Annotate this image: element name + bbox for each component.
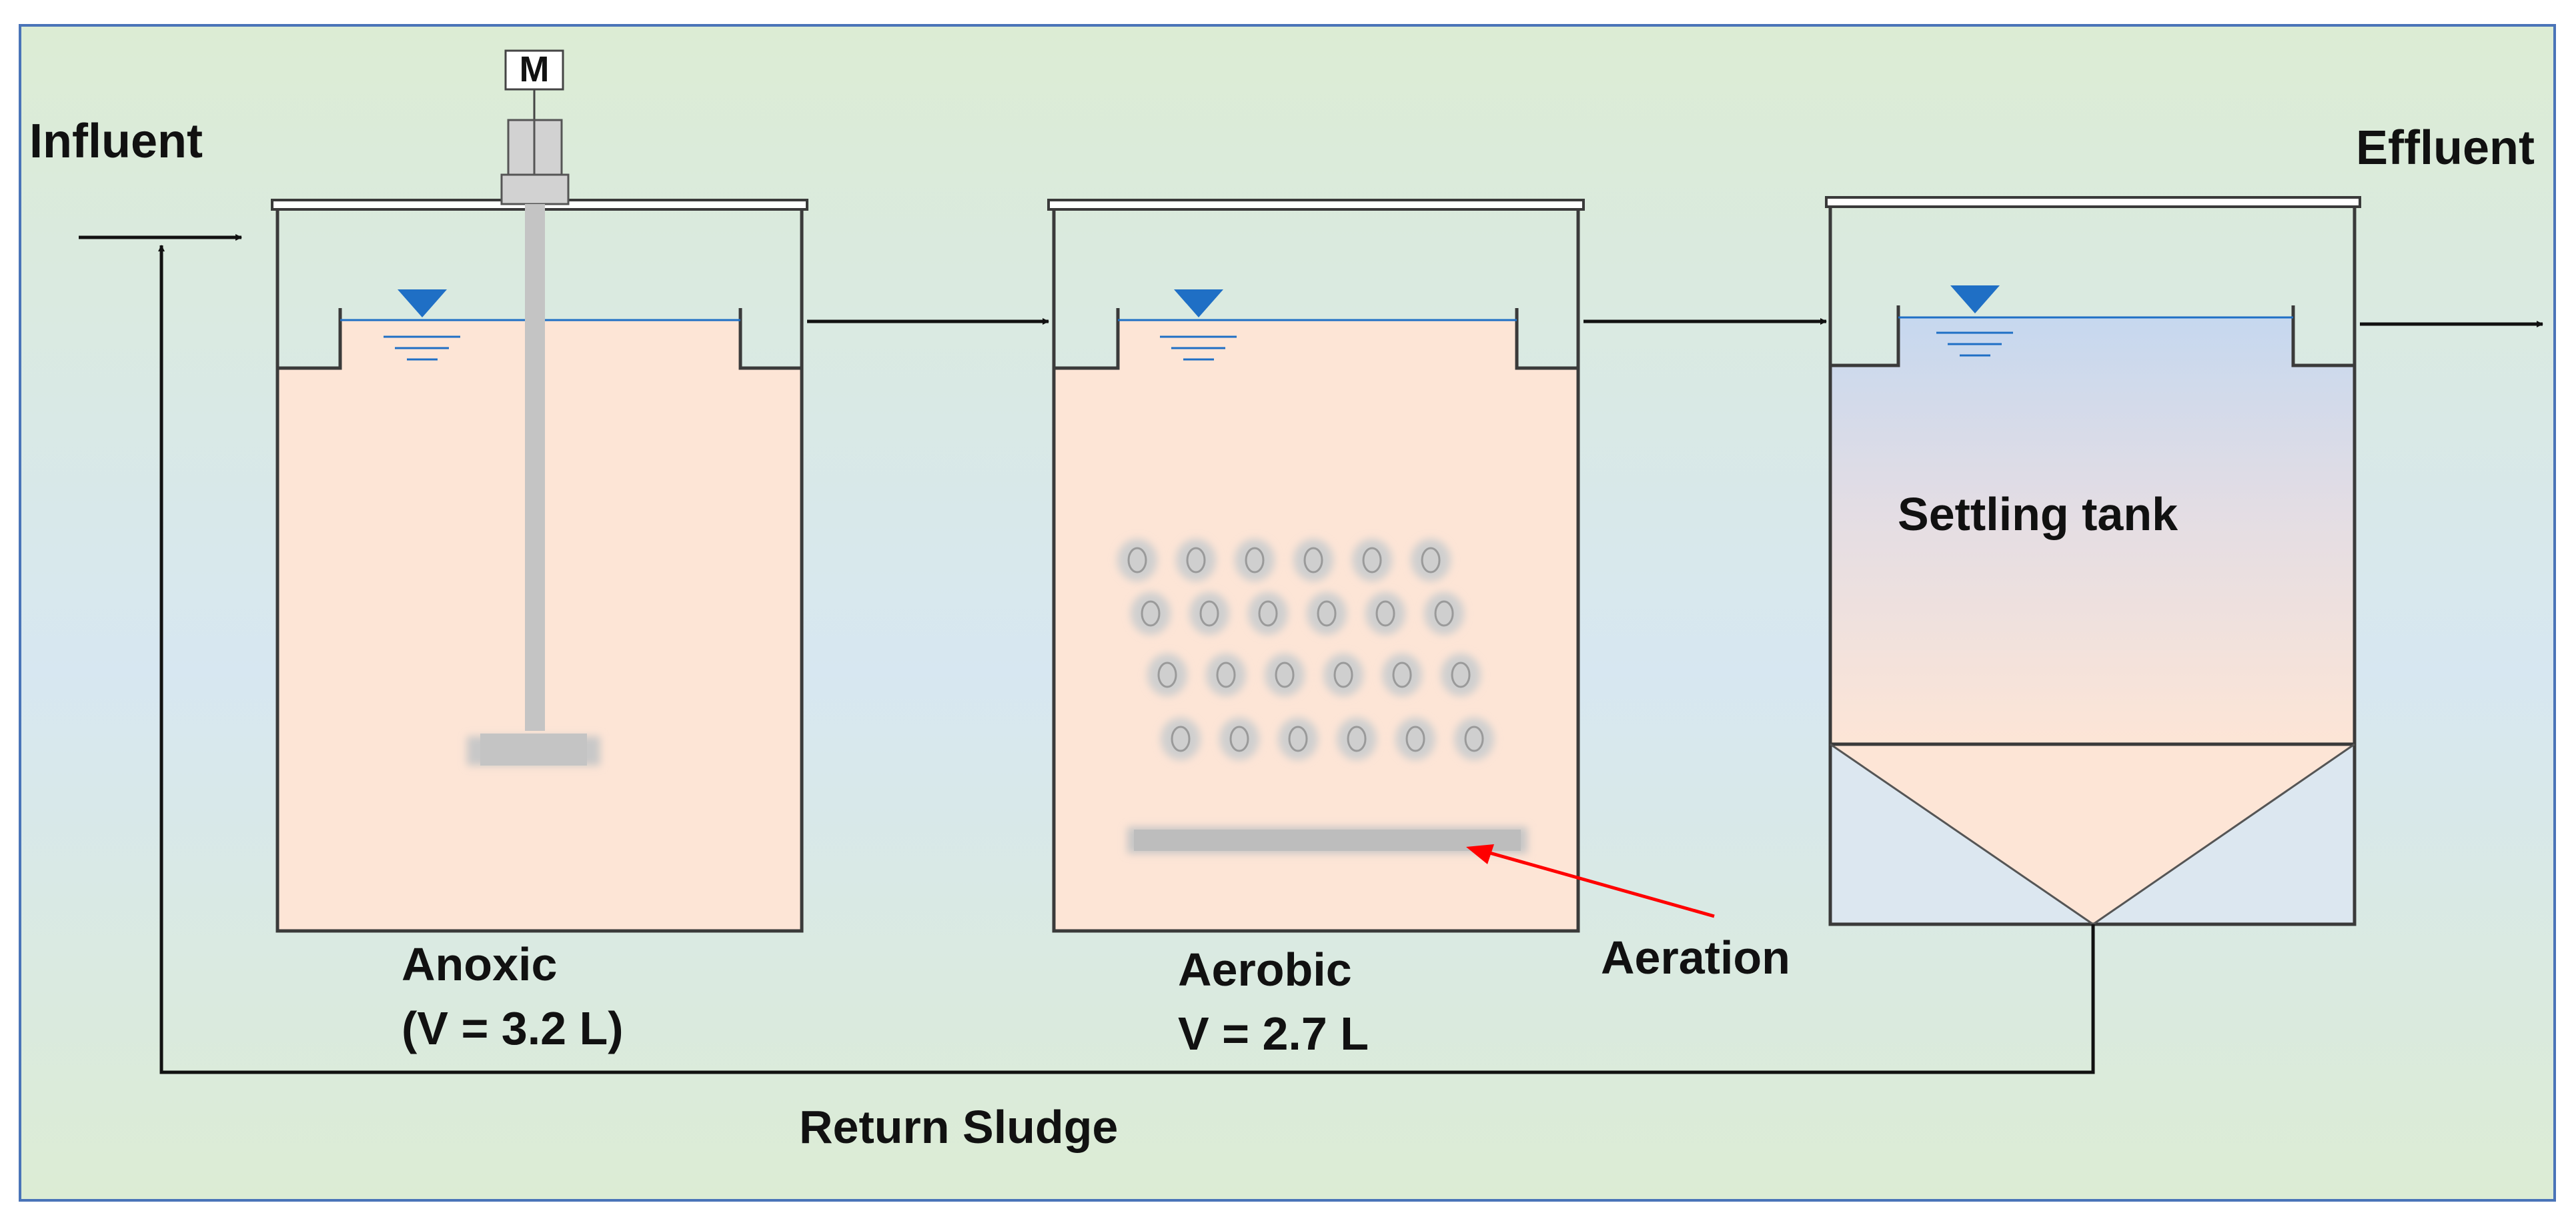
return-sludge-label: Return Sludge (799, 1101, 1118, 1153)
settling-hopper-liquid (1830, 744, 2355, 924)
air-bubble (1421, 547, 1441, 573)
air-bubble (1347, 726, 1367, 752)
bubble-halo (1307, 592, 1347, 635)
anoxic-tank-walls (275, 209, 804, 933)
aerobic-tank-walls (1052, 209, 1580, 933)
aerobic-name: Aerobic (1178, 944, 1352, 996)
bubble-halo (1147, 654, 1187, 696)
air-bubble (1375, 600, 1395, 627)
air-bubble (1141, 600, 1161, 627)
aerobic-tank-lid (1047, 199, 1585, 211)
air-bubbles (1117, 539, 1494, 760)
bubble-halo (1235, 539, 1275, 581)
air-bubble (1199, 600, 1219, 627)
bubble-halo (1206, 654, 1246, 696)
settling-tank-label: Settling tank (1898, 488, 2178, 540)
aerobic-volume: V = 2.7 L (1178, 1008, 1369, 1060)
aeration-label: Aeration (1601, 932, 1790, 984)
bubble-halo (1176, 539, 1216, 581)
air-bubble (1127, 547, 1147, 573)
bubble-halo (1293, 539, 1333, 581)
aeration-pointer (1466, 844, 1715, 918)
bubble-halo (1219, 718, 1259, 760)
air-bubble (1333, 662, 1353, 688)
effluent-label: Effluent (2356, 121, 2535, 175)
water-level-icon (384, 289, 460, 361)
air-bubble (1186, 547, 1206, 573)
settling-liquid (1830, 317, 2355, 744)
air-bubble (1362, 547, 1382, 573)
bubble-halo (1248, 592, 1288, 635)
return-sludge-line (158, 245, 2095, 1074)
bubble-halo (1337, 718, 1377, 760)
aerobic-tank (1047, 199, 1585, 933)
influent-label: Influent (29, 115, 203, 168)
bubble-halo (1395, 718, 1435, 760)
bubble-halo (1189, 592, 1229, 635)
anoxic-name: Anoxic (402, 938, 557, 990)
bubble-halo (1365, 592, 1405, 635)
air-bubble (1216, 662, 1236, 688)
air-bubble (1451, 662, 1471, 688)
anoxic-volume: (V = 3.2 L) (402, 1002, 624, 1054)
air-bubble (1171, 726, 1191, 752)
bubble-halo (1323, 654, 1363, 696)
air-bubble (1392, 662, 1412, 688)
air-bubble (1288, 726, 1308, 752)
bubble-halo (1278, 718, 1318, 760)
bubble-halo (1454, 718, 1494, 760)
air-bubble (1405, 726, 1425, 752)
water-level-icon (1160, 289, 1237, 361)
bubble-halo (1382, 654, 1422, 696)
bubble-halo (1117, 539, 1157, 581)
bubble-halo (1161, 718, 1201, 760)
motor-label: M (520, 49, 550, 89)
air-bubble (1245, 547, 1265, 573)
settling-tank-lid (1825, 196, 2361, 208)
air-bubble (1275, 662, 1295, 688)
water-level-icon (1936, 285, 2013, 357)
bubble-halo (1265, 654, 1305, 696)
air-bubble (1464, 726, 1484, 752)
mixer-icon: M (467, 49, 600, 766)
air-bubble (1258, 600, 1278, 627)
bubble-halo (1441, 654, 1481, 696)
bubble-halo (1131, 592, 1171, 635)
bubble-halo (1424, 592, 1464, 635)
air-bubble (1434, 600, 1454, 627)
air-bubble (1317, 600, 1337, 627)
air-bubble (1229, 726, 1249, 752)
bubble-halo (1411, 539, 1451, 581)
air-bubble (1303, 547, 1323, 573)
air-bubble (1157, 662, 1177, 688)
aeration-diffuser-core (1134, 830, 1521, 851)
bubble-halo (1352, 539, 1392, 581)
anoxic-tank: M (271, 49, 808, 933)
